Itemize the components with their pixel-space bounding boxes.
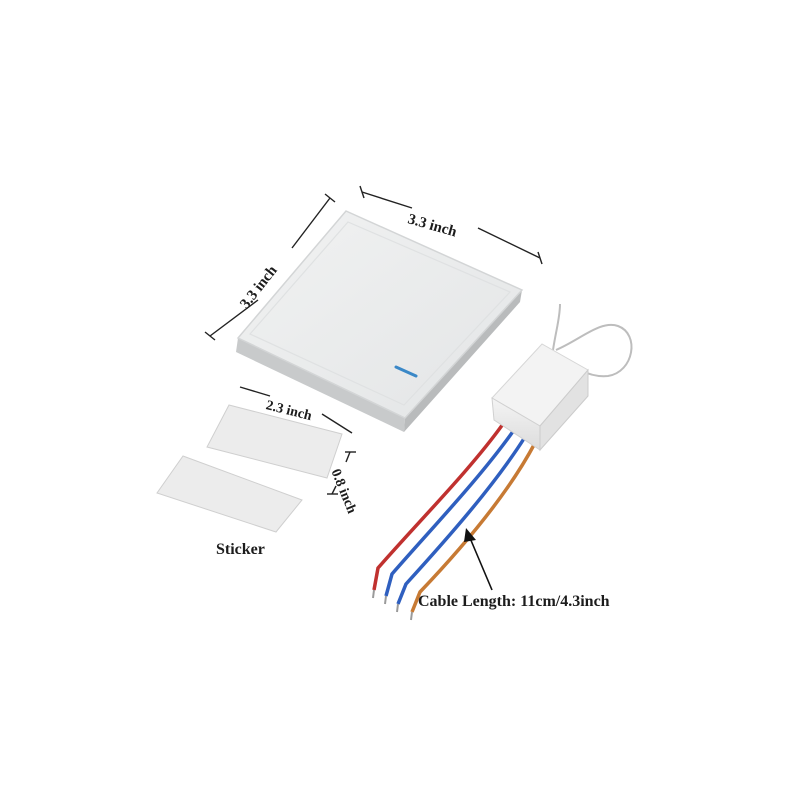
panel-side	[236, 338, 405, 432]
dim-sticker-h-line-b	[331, 485, 337, 495]
dim-sticker-w-line-b	[321, 413, 353, 434]
dim-top-line-b	[477, 227, 541, 259]
dim-sticker-h-line-a	[345, 451, 351, 463]
wire-tips	[372, 589, 413, 621]
arrow-head-icon	[464, 528, 476, 542]
wall-switch-panel	[236, 210, 524, 432]
dimension-lines	[204, 185, 543, 495]
cable-length-caption: Cable Length: 11cm/4.3inch	[418, 593, 610, 610]
dim-top-line-a	[361, 191, 413, 209]
receiver-box-side	[539, 368, 589, 452]
wire-brown	[410, 442, 537, 613]
wire-red	[372, 422, 505, 591]
dim-top-tick-a	[359, 185, 365, 199]
dim-left-line-b	[209, 299, 259, 337]
dim-top-tick-b	[537, 251, 543, 265]
adhesive-stickers	[156, 404, 343, 533]
cable-arrow	[464, 528, 493, 591]
receiver-module	[372, 303, 633, 621]
wire-blue-1	[384, 428, 516, 597]
sticker-strip-top	[206, 404, 343, 479]
dim-sticker-w-line-a	[239, 386, 271, 397]
dim-left-tick-a	[324, 193, 336, 203]
wire-blue-2	[396, 436, 527, 605]
indicator-light-icon	[394, 365, 418, 378]
dim-left-line-a	[291, 197, 331, 249]
panel-face	[236, 210, 524, 419]
sticker-caption: Sticker	[216, 541, 265, 558]
panel-inner-face	[249, 221, 512, 406]
panel-side-right	[404, 290, 522, 432]
sticker-strip-bottom	[156, 455, 303, 533]
dim-left-tick-b	[204, 331, 216, 341]
